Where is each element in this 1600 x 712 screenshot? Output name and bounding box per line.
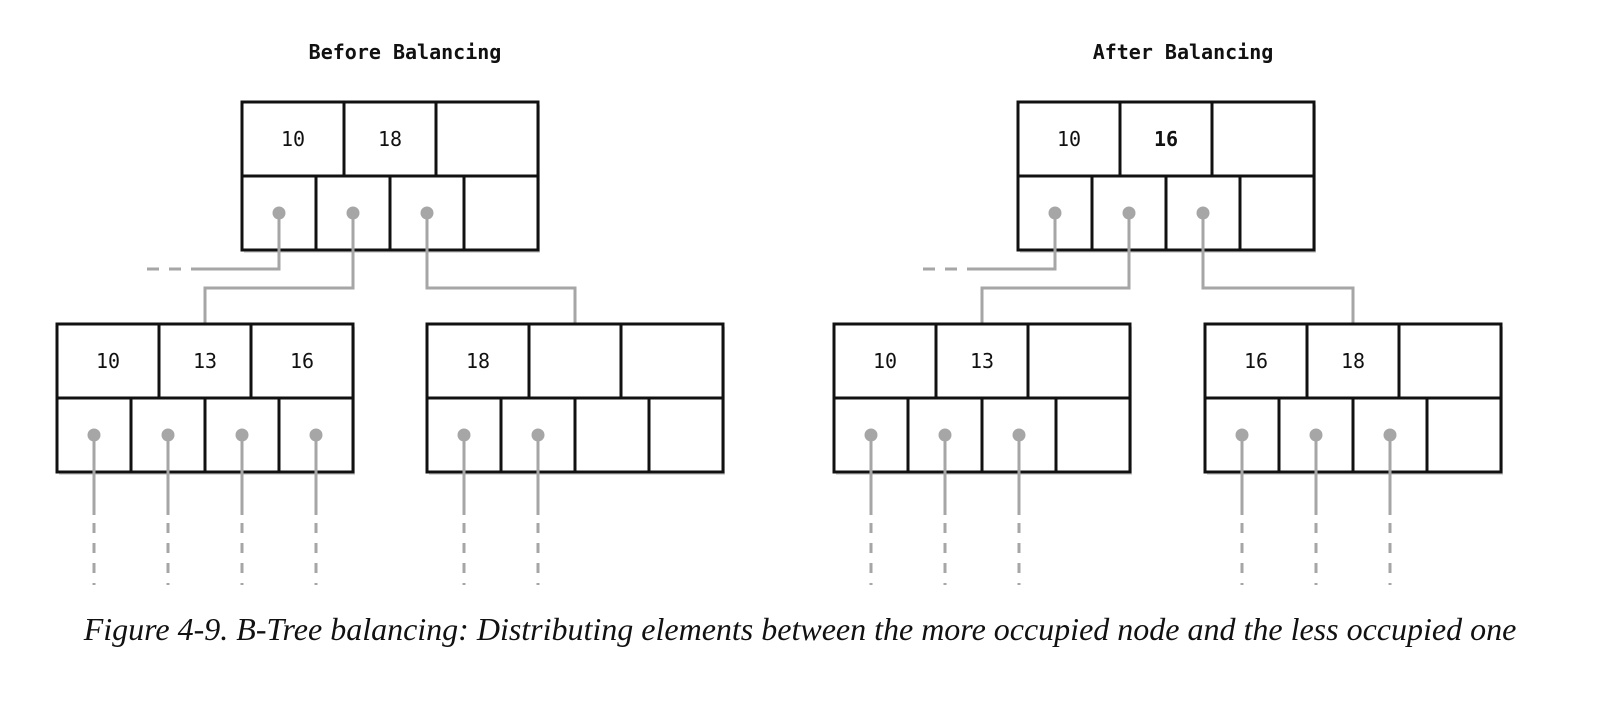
right-child-node: 18 [425, 322, 725, 475]
btree-balancing-diagram: Before Balancing 10 18 [55, 40, 1503, 585]
before-balancing-panel: Before Balancing 10 18 [55, 40, 725, 585]
key-cell: 18 [466, 349, 490, 373]
key-cell: 16 [290, 349, 314, 373]
key-cell: 10 [873, 349, 897, 373]
left-child-node: 10 13 16 [55, 322, 355, 475]
key-cell: 10 [281, 127, 305, 151]
key-cell: 18 [1341, 349, 1365, 373]
connector-to-sibling [203, 213, 281, 271]
connector-to-right-child [425, 213, 577, 324]
figure-caption: Figure 4-9. B-Tree balancing: Distributi… [83, 611, 1517, 647]
left-child-node: 10 13 [832, 322, 1132, 475]
key-cell: 13 [193, 349, 217, 373]
key-cell: 10 [1057, 127, 1081, 151]
panel-title: After Balancing [1093, 40, 1274, 64]
right-child-pointers [462, 435, 540, 585]
after-balancing-panel: After Balancing 10 16 [832, 40, 1503, 585]
panel-title: Before Balancing [309, 40, 502, 64]
left-child-pointers [92, 435, 318, 585]
key-cell: 13 [970, 349, 994, 373]
connector-to-right-child [1201, 213, 1355, 324]
key-cell: 16 [1244, 349, 1268, 373]
root-node: 10 18 [240, 100, 540, 253]
connector-to-sibling [979, 213, 1057, 271]
key-cell: 18 [378, 127, 402, 151]
key-cell: 10 [96, 349, 120, 373]
connector-to-left-child [203, 213, 355, 324]
connector-to-left-child [980, 213, 1131, 324]
right-child-pointers [1240, 435, 1392, 585]
left-child-pointers [869, 435, 1021, 585]
right-child-node: 16 18 [1203, 322, 1503, 475]
root-node: 10 16 [1016, 100, 1316, 253]
key-cell: 16 [1154, 127, 1178, 151]
